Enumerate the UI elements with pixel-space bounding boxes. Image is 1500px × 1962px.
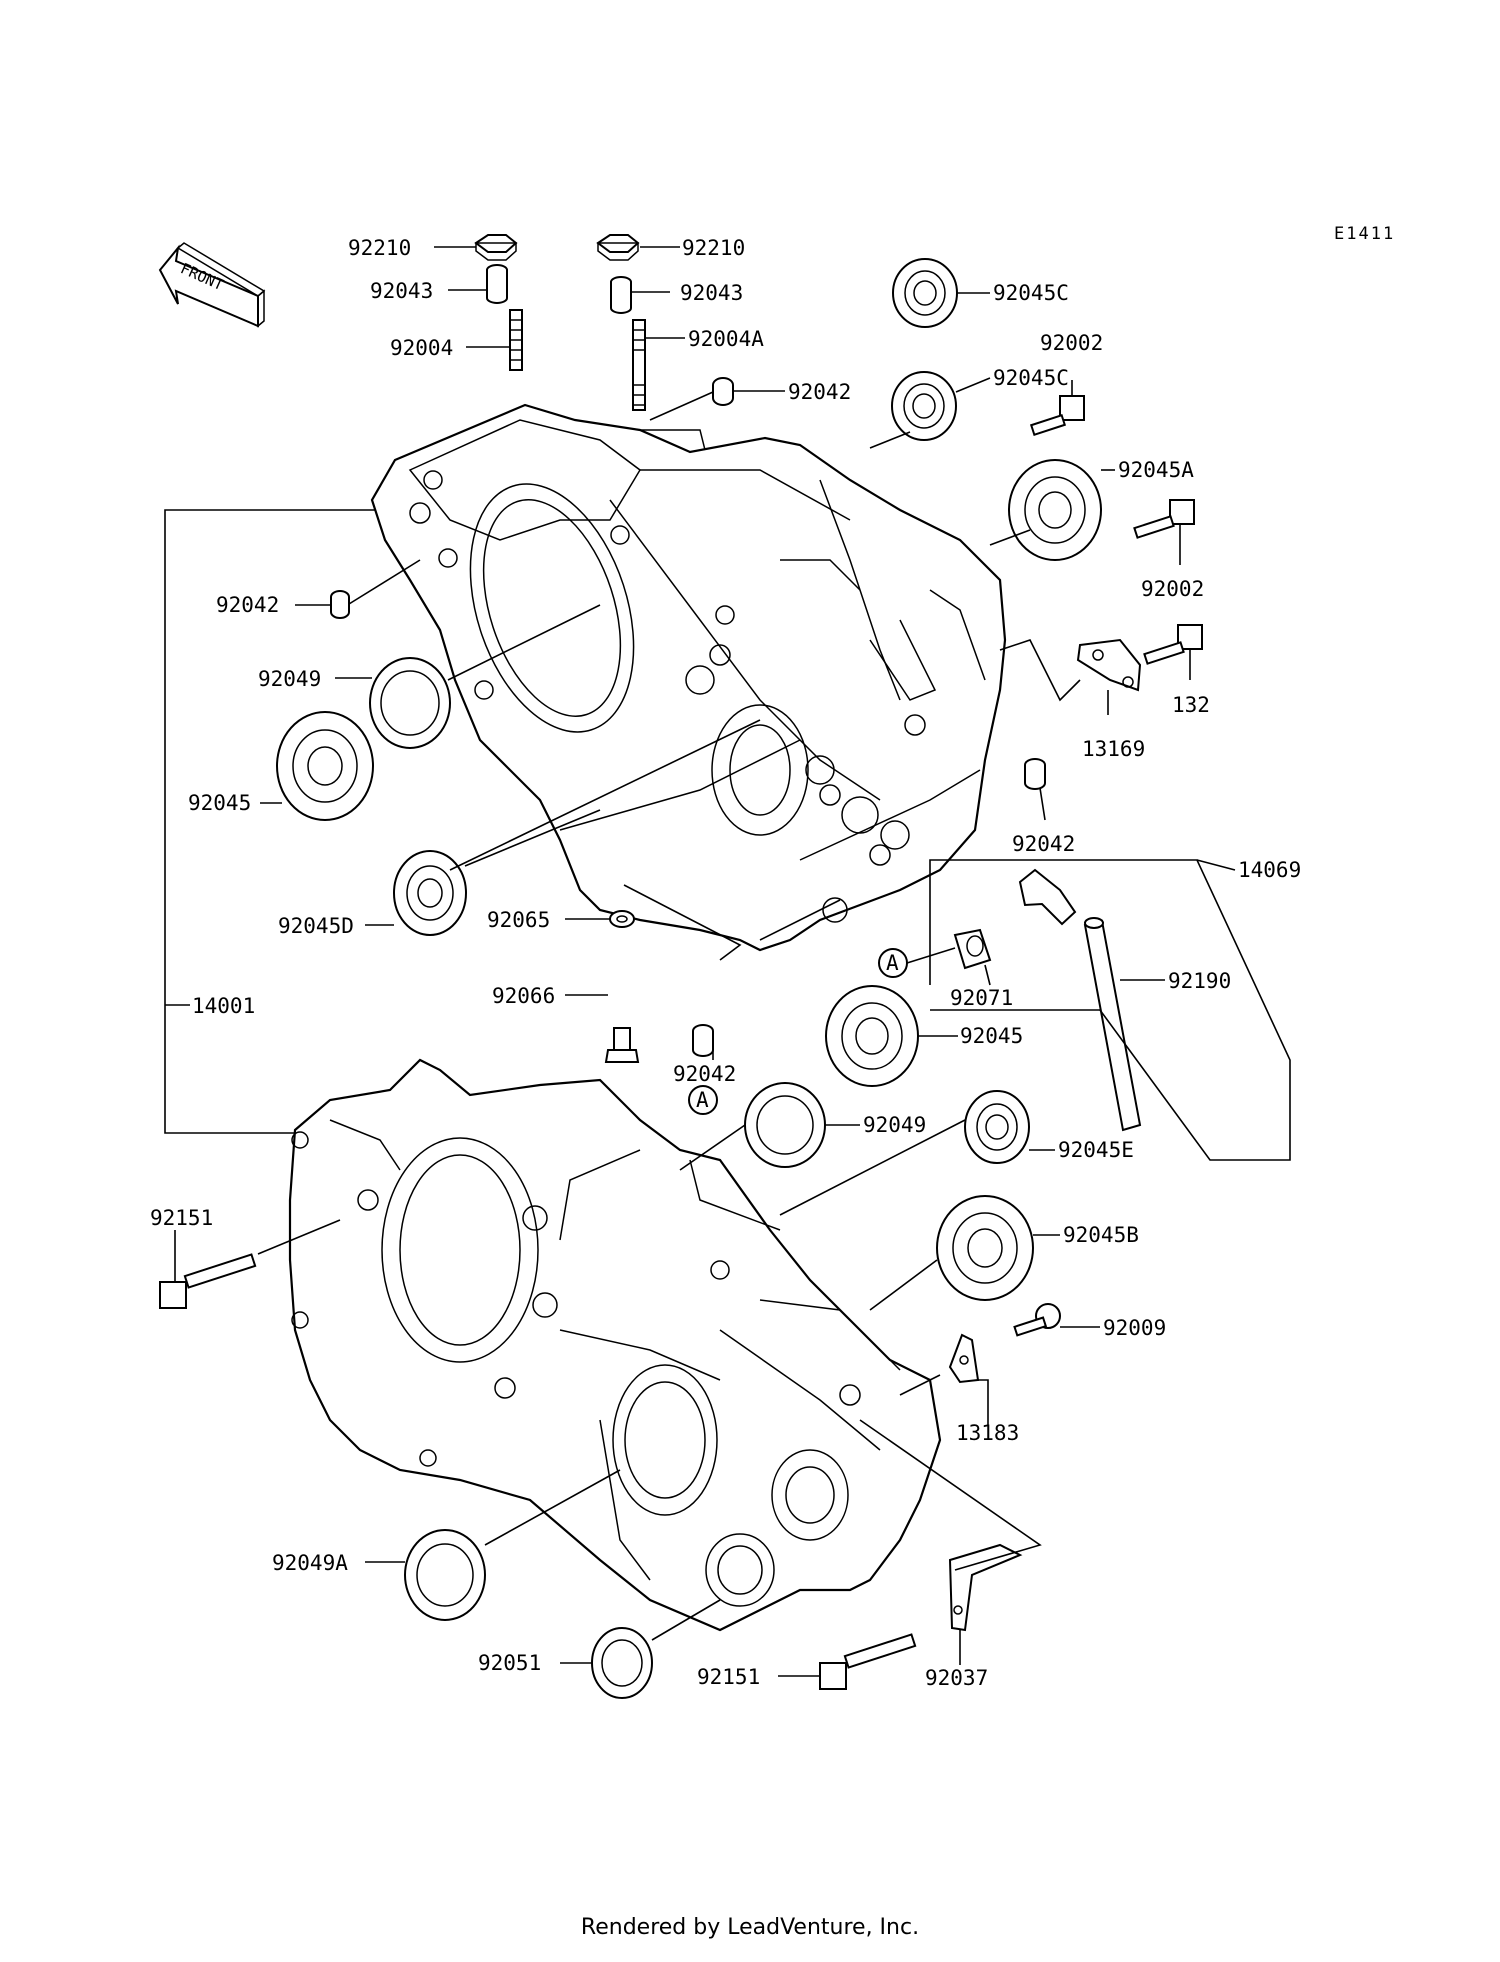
part-label-14001: 14001 <box>192 994 255 1018</box>
collar-92043-right-icon <box>610 276 632 314</box>
part-label-92042-top: 92042 <box>788 380 851 404</box>
part-label-92151-bottom: 92151 <box>697 1665 760 1689</box>
part-label-92045B: 92045B <box>1063 1223 1139 1247</box>
bearing-92045-mid-icon <box>825 985 919 1087</box>
upper-crankcase-half <box>370 403 1007 952</box>
lower-crankcase-half <box>288 1058 942 1632</box>
part-label-92045E: 92045E <box>1058 1138 1134 1162</box>
oil-seal-92049A-icon <box>404 1529 486 1621</box>
part-label-92151-left: 92151 <box>150 1206 213 1230</box>
plate-13183-icon <box>948 1333 980 1384</box>
part-label-92042-right: 92042 <box>1012 832 1075 856</box>
hose-92190-icon <box>1083 917 1142 1132</box>
part-label-92071: 92071 <box>950 986 1013 1010</box>
bearing-92045D-icon <box>393 850 467 936</box>
footer-credit: Rendered by LeadVenture, Inc. <box>580 1915 920 1940</box>
part-label-13169: 13169 <box>1082 737 1145 761</box>
bearing-92045B-icon <box>936 1195 1034 1301</box>
diagram-code: E1411 <box>1334 224 1395 244</box>
bolt-92002-right-icon <box>1133 499 1195 539</box>
part-label-92045C-top: 92045C <box>993 281 1069 305</box>
reference-circle-a-upper: A <box>878 948 908 978</box>
part-labels: 92210 92210 92043 92043 92004 92004A 920… <box>150 236 1301 1690</box>
collar-92043-left-icon <box>486 264 508 304</box>
part-label-92049-lower: 92049 <box>863 1113 926 1137</box>
part-label-92045-mid: 92045 <box>960 1024 1023 1048</box>
part-label-92190: 92190 <box>1168 969 1231 993</box>
part-label-92045C-mid: 92045C <box>993 366 1069 390</box>
dowel-92042-top-icon <box>712 377 734 406</box>
part-label-92049-upper: 92049 <box>258 667 321 691</box>
dowel-92042-left-icon <box>330 590 350 619</box>
part-label-92049A: 92049A <box>272 1551 348 1575</box>
part-label-92045D: 92045D <box>278 914 354 938</box>
stud-92004-icon <box>509 309 523 371</box>
oil-seal-92051-icon <box>591 1627 653 1699</box>
washer-92065-icon <box>609 910 635 928</box>
part-label-92210-right: 92210 <box>682 236 745 260</box>
bracket-92037-icon <box>948 1543 1023 1632</box>
part-label-92051: 92051 <box>478 1651 541 1675</box>
part-label-92042-mid: 92042 <box>673 1062 736 1086</box>
part-label-92004: 92004 <box>390 336 453 360</box>
bolt-92002-top-icon <box>1029 395 1085 436</box>
group-bracket-14001 <box>164 509 375 1134</box>
stud-92004A-icon <box>632 319 646 411</box>
group-bracket-14069 <box>929 859 1291 1161</box>
bolt-92151-bottom-icon <box>819 1633 917 1690</box>
bolt-92151-left-icon <box>159 1253 257 1309</box>
bearing-92045E-icon <box>964 1090 1030 1164</box>
part-label-92009: 92009 <box>1103 1316 1166 1340</box>
reference-circle-a-lower: A <box>688 1085 718 1115</box>
bearing-92045C-mid-icon <box>891 371 957 441</box>
part-label-92043-right: 92043 <box>680 281 743 305</box>
part-label-92043-left: 92043 <box>370 279 433 303</box>
part-label-92037: 92037 <box>925 1666 988 1690</box>
svg-text:A: A <box>886 951 899 975</box>
bearing-92045-left-icon <box>276 711 374 821</box>
elbow-fitting-icon <box>1018 868 1077 926</box>
svg-text:A: A <box>696 1088 709 1112</box>
part-label-92004A: 92004A <box>688 327 764 351</box>
dowel-92042-mid-icon <box>692 1024 714 1057</box>
oil-seal-92049-upper-icon <box>369 657 451 749</box>
bearing-92045A-icon <box>1008 459 1102 561</box>
plate-13169-icon <box>1076 638 1142 692</box>
oil-seal-92049-lower-icon <box>744 1082 826 1168</box>
leader-lines <box>174 246 1191 1677</box>
bolt-132-icon <box>1143 624 1203 665</box>
front-arrow-icon: FRONT <box>158 242 266 328</box>
fitting-92071-icon <box>953 928 992 970</box>
part-label-92066: 92066 <box>492 984 555 1008</box>
bearing-92045C-top-icon <box>892 258 958 328</box>
bolt-92009-icon <box>1013 1303 1061 1337</box>
part-label-14069: 14069 <box>1238 858 1301 882</box>
drain-plug-92066-icon <box>604 1027 640 1063</box>
part-label-92065: 92065 <box>487 908 550 932</box>
part-label-92042-left: 92042 <box>216 593 279 617</box>
part-label-92002-right: 92002 <box>1141 577 1204 601</box>
part-label-13183: 13183 <box>956 1421 1019 1445</box>
part-label-92210-left: 92210 <box>348 236 411 260</box>
part-label-92045-left: 92045 <box>188 791 251 815</box>
part-label-132: 132 <box>1172 693 1210 717</box>
part-label-92045A: 92045A <box>1118 458 1194 482</box>
nut-92210-right-icon <box>596 234 640 261</box>
nut-92210-left-icon <box>474 234 518 261</box>
part-label-92002-top: 92002 <box>1040 331 1103 355</box>
dowel-92042-right-icon <box>1024 758 1046 790</box>
